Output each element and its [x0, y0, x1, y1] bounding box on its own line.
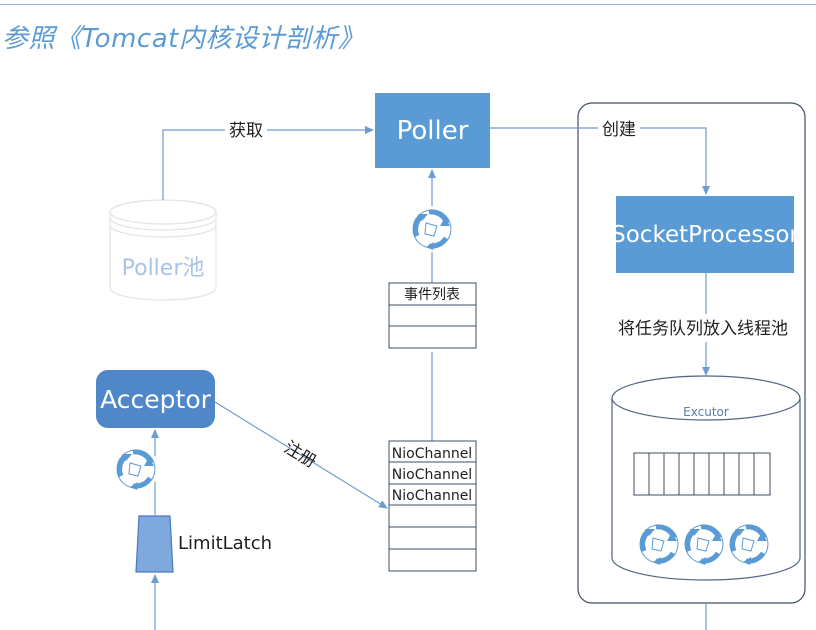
page-title: 参照《Tomcat内核设计剖析》	[2, 24, 365, 54]
edge-create-label: 创建	[602, 120, 636, 140]
poller-node: Poller	[375, 93, 490, 168]
edge-create	[490, 127, 710, 195]
event-list-header: 事件列表	[404, 287, 460, 303]
executor-task-queue	[633, 452, 771, 496]
channel-row-1: NioChannel	[392, 446, 472, 462]
socket-processor-node: SocketProcessor	[611, 196, 799, 273]
channel-row-2: NioChannel	[392, 467, 472, 483]
edge-register-label: 注册	[280, 438, 319, 473]
executor-label: Excutor	[683, 405, 729, 419]
limit-latch-shape	[135, 515, 174, 573]
top-divider	[0, 4, 816, 5]
edge-acquire-label: 获取	[229, 121, 263, 141]
limit-latch-label: LimitLatch	[178, 533, 272, 554]
poller-cycle-icon	[409, 206, 455, 252]
channel-row-3: NioChannel	[392, 488, 472, 504]
acceptor-node: Acceptor	[96, 370, 215, 428]
edge-register	[214, 401, 388, 509]
worker-container	[577, 102, 806, 604]
acceptor-cycle-icon	[113, 446, 159, 492]
poller-pool-label: Poller池	[122, 256, 205, 281]
channel-queue-table	[388, 440, 477, 572]
event-list-table	[388, 282, 477, 349]
edge-queue-to-pool-label: 将任务队列放入线程池	[618, 319, 788, 339]
poller-pool-cylinder	[109, 199, 217, 301]
edge-acquire	[162, 126, 374, 200]
